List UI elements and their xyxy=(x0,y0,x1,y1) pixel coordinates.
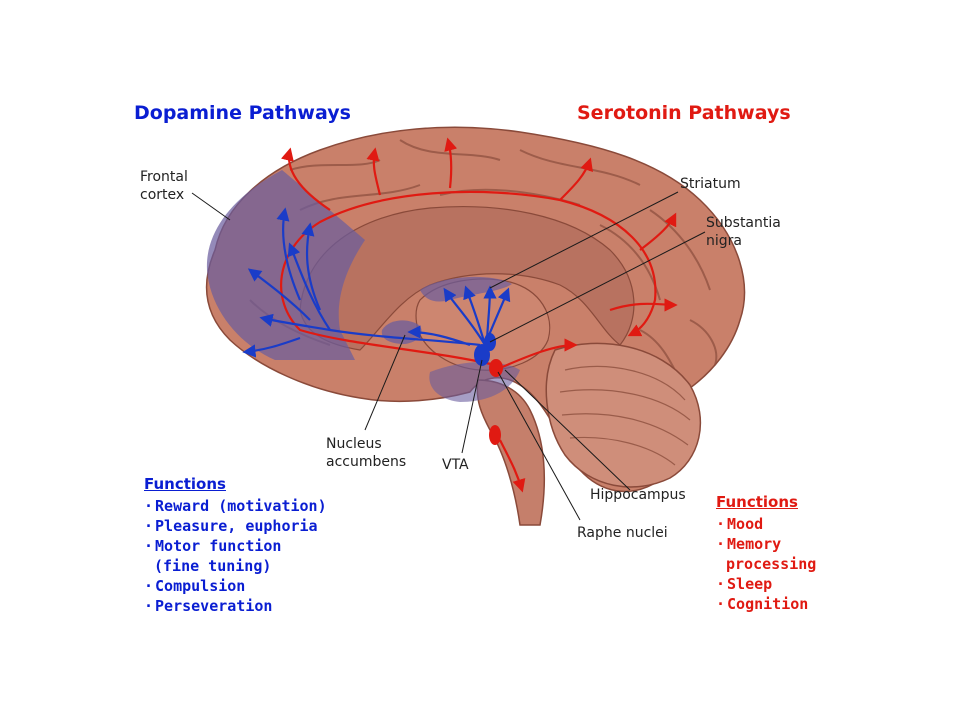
list-item: Pleasure, euphoria xyxy=(144,516,327,536)
dopamine-pathway-frontal-2 xyxy=(247,268,311,321)
dopamine-pathway-main xyxy=(259,313,481,347)
leader-substantia-nigra xyxy=(489,231,706,343)
serotonin-functions-heading: Functions xyxy=(716,493,798,511)
serotonin-pathway-front xyxy=(281,147,331,211)
frontal-cortex-label: Frontal cortex xyxy=(140,169,188,203)
brainstem xyxy=(476,379,546,526)
leader-lines xyxy=(191,191,706,521)
list-item: Compulsion xyxy=(144,576,327,596)
raphe-nuclei-label: Raphe nuclei xyxy=(577,525,668,541)
dopamine-pathway-frontal-3 xyxy=(276,207,302,301)
nucleus-accumbens-label: Nucleus accumbens xyxy=(326,436,407,470)
dopamine-functions: Functions Reward (motivation) Pleasure, … xyxy=(144,474,327,616)
list-item: processing xyxy=(726,555,817,573)
vta-nucleus xyxy=(474,344,490,366)
dopamine-pathway-striatum-2 xyxy=(463,285,487,346)
leader-hippocampus xyxy=(504,369,631,491)
dopamine-pathway-frontal-1 xyxy=(287,242,331,331)
raphe-nucleus-upper xyxy=(489,359,503,377)
leader-vta xyxy=(461,359,483,454)
list-item: Mood xyxy=(716,514,816,534)
serotonin-pathway-spinal xyxy=(499,439,526,493)
list-item: Perseveration xyxy=(144,596,327,616)
frontal-cortex-region xyxy=(206,170,365,360)
serotonin-pathway-cerebellum xyxy=(499,338,578,370)
vta-label: VTA xyxy=(442,457,469,473)
leader-raphe-nuclei xyxy=(497,371,581,521)
cerebellum xyxy=(545,342,702,488)
leader-frontal-cortex xyxy=(191,192,231,221)
corpus-callosum xyxy=(299,206,635,351)
dopamine-pathways xyxy=(242,207,511,358)
striatum-label: Striatum xyxy=(680,176,741,192)
leader-nucleus-accumbens xyxy=(364,334,406,431)
serotonin-title: Serotonin Pathways xyxy=(577,102,791,124)
serotonin-pathway-top-right xyxy=(559,157,593,201)
hippocampus-label: Hippocampus xyxy=(590,487,686,503)
serotonin-pathway-back xyxy=(639,212,677,251)
dopamine-pathway-frontal-5 xyxy=(301,222,322,311)
serotonin-pathway-top-left xyxy=(366,147,382,196)
serotonin-functions-list: Mood Memory processing Sleep Cognition xyxy=(716,514,816,614)
dopamine-pathway-frontal-4 xyxy=(242,336,301,358)
substantia-nigra-label: Substantia nigra xyxy=(706,215,781,249)
serotonin-pathway-top xyxy=(444,137,458,189)
leader-striatum xyxy=(489,191,679,289)
serotonin-functions: Functions Mood Memory processing Sleep C… xyxy=(716,492,816,614)
dopamine-pathway-accumbens xyxy=(407,325,471,347)
list-item: Memory xyxy=(716,534,816,554)
raphe-nucleus-lower xyxy=(489,425,501,445)
list-item: Reward (motivation) xyxy=(144,496,327,516)
list-item: Cognition xyxy=(716,594,816,614)
serotonin-pathways xyxy=(280,137,678,493)
dopamine-functions-list: Reward (motivation) Pleasure, euphoria M… xyxy=(144,496,327,616)
list-item: Sleep xyxy=(716,574,816,594)
dopamine-pathway-striatum-1 xyxy=(443,287,486,346)
list-item: Motor function xyxy=(144,536,327,556)
dopamine-functions-heading: Functions xyxy=(144,475,226,493)
dopamine-title: Dopamine Pathways xyxy=(134,102,351,124)
cerebellum-folds xyxy=(559,365,691,466)
serotonin-pathway-occipital xyxy=(609,298,678,312)
list-item: (fine tuning) xyxy=(154,557,272,575)
serotonin-pathway-arc xyxy=(280,190,657,367)
